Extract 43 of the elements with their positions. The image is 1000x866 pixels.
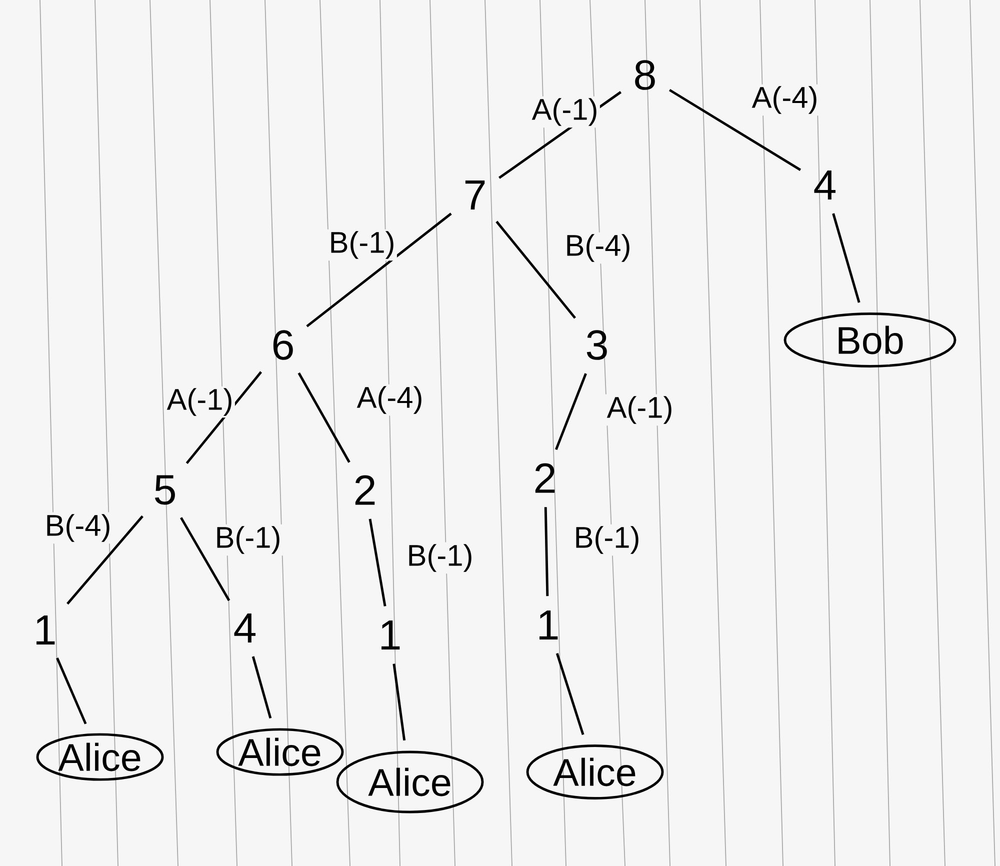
branch-line — [832, 213, 860, 303]
branch-line — [554, 373, 587, 450]
edge-label: B(-4) — [563, 232, 633, 264]
branch-line — [392, 664, 406, 741]
edge-label: A(-1) — [530, 96, 600, 128]
branch-line — [556, 653, 584, 736]
branch-line — [66, 515, 144, 605]
edge-label: A(-4) — [750, 84, 820, 116]
tree-node-value: 2 — [355, 475, 375, 505]
tree-node-value: 3 — [586, 330, 607, 360]
player-oval: Alice — [36, 733, 164, 781]
edge-label: B(-1) — [213, 524, 283, 556]
branch-line — [306, 212, 452, 328]
edge-label: B(-4) — [43, 512, 113, 544]
branch-line — [186, 371, 262, 464]
edge-label: A(-4) — [355, 384, 425, 416]
branch-line — [56, 658, 87, 724]
player-oval: Bob — [784, 312, 956, 368]
tree-node-value: 1 — [36, 615, 55, 644]
branch-line — [252, 656, 272, 719]
branch-line — [544, 507, 549, 596]
tree-node-value: 6 — [273, 330, 293, 360]
edge-label: B(-1) — [405, 542, 475, 574]
player-oval: Alice — [526, 744, 664, 800]
edge-label: B(-1) — [327, 229, 397, 261]
tree-node-value: 2 — [535, 463, 555, 493]
edge-label: B(-1) — [572, 524, 642, 556]
edge-label: A(-1) — [165, 386, 235, 418]
branch-line — [496, 220, 576, 319]
edge-label: A(-1) — [605, 394, 675, 426]
player-oval: Alice — [216, 728, 344, 776]
tree-node-value: 4 — [814, 170, 836, 200]
tree-node-value: 4 — [234, 613, 256, 642]
branch-line — [180, 517, 230, 602]
branch-line — [668, 88, 802, 172]
tree-node-value: 1 — [540, 610, 558, 640]
branch-line — [298, 372, 350, 463]
tree-node-value: 5 — [154, 475, 175, 505]
player-oval: Alice — [336, 750, 484, 814]
branch-line — [368, 518, 386, 606]
tree-node-value: 8 — [635, 60, 655, 90]
tree-node-value: 1 — [382, 620, 400, 650]
tree-node-value: 7 — [465, 180, 485, 210]
